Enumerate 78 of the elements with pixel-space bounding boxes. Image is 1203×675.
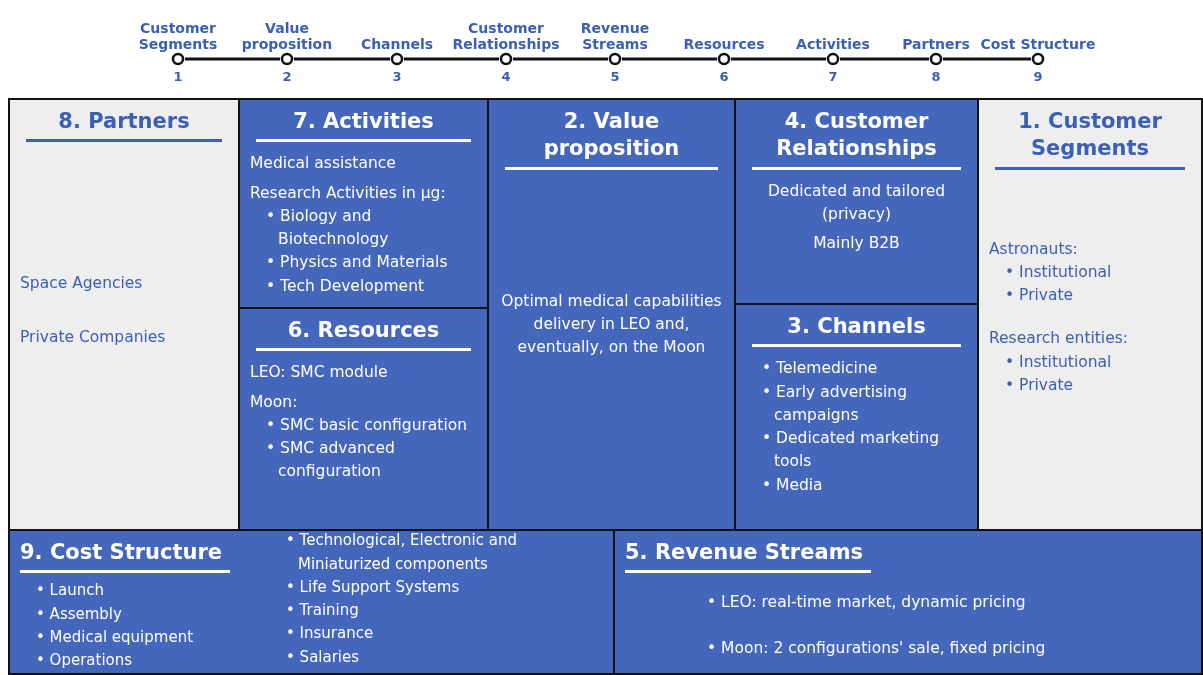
- body-text: Optimal medical capabilities delivery in LEO and, eventually, on the Moon: [500, 290, 723, 359]
- body-text: Research Activities in μg:: [250, 182, 447, 204]
- timeline-line: [294, 57, 390, 61]
- canvas-block: [8, 529, 615, 675]
- step-label: Resources: [682, 34, 766, 52]
- list-item: • Operations: [35, 650, 134, 672]
- list-item: • Physics and Materials: [265, 252, 449, 274]
- body-text: Moon:: [250, 391, 299, 413]
- list-item: • Media: [761, 474, 824, 496]
- body-text: Astronauts:: [989, 238, 1079, 260]
- block-heading: 9. Cost Structure: [20, 539, 231, 574]
- block-heading: 2. Value proposition: [505, 108, 718, 170]
- timeline-line: [513, 57, 608, 61]
- list-item: • Technological, Electronic and Miniaturized components: [285, 531, 518, 575]
- block-heading: 1. Customer Segments: [995, 108, 1185, 170]
- body-text: Medical assistance: [250, 153, 397, 175]
- block-heading: 5. Revenue Streams: [625, 539, 871, 574]
- list-item: • Training: [285, 600, 360, 622]
- step-number: 4: [501, 69, 511, 84]
- step-number: 8: [931, 69, 941, 84]
- list-item: • Private: [1004, 285, 1075, 307]
- body-text: Private Companies: [20, 326, 167, 348]
- list-item: • SMC basic configuration: [265, 414, 468, 436]
- body-text: Dedicated and tailored (privacy): [766, 180, 947, 225]
- canvas-block: [8, 98, 240, 531]
- step-label: Customer Relationships: [451, 18, 561, 52]
- timeline-line: [731, 57, 826, 61]
- list-item: • Life Support Systems: [285, 576, 461, 598]
- list-item: • Launch: [35, 580, 105, 602]
- canvas-block: [613, 529, 1203, 675]
- step-number: 6: [719, 69, 729, 84]
- list-item: • SMC advanced configuration: [265, 438, 396, 483]
- block-heading: 3. Channels: [752, 313, 961, 348]
- step-number: 2: [282, 69, 292, 84]
- step-label: Revenue Streams: [579, 18, 651, 52]
- canvas-block: [238, 307, 489, 531]
- list-item: • Medical equipment: [35, 626, 195, 648]
- step-number: 1: [173, 69, 183, 84]
- canvas-block: [238, 98, 489, 309]
- block-heading: 8. Partners: [26, 108, 222, 143]
- step-number: 5: [610, 69, 620, 84]
- block-heading: 4. Customer Relationships: [752, 108, 961, 170]
- body-text: Space Agencies: [20, 273, 144, 295]
- timeline-line: [622, 57, 717, 61]
- canvas-block: [977, 98, 1203, 531]
- list-item: • Private: [1004, 374, 1075, 396]
- list-item: • Institutional: [1004, 351, 1113, 373]
- step-number: 7: [828, 69, 838, 84]
- step-label: Activities: [795, 34, 871, 52]
- body-text: Research entities:: [989, 328, 1129, 350]
- list-item: • Early advertising campaigns: [761, 381, 908, 426]
- list-item: • Assembly: [35, 603, 123, 625]
- timeline-line: [404, 57, 499, 61]
- step-label: Cost Structure: [979, 34, 1097, 52]
- list-item: • Telemedicine: [761, 358, 879, 380]
- step-number: 3: [392, 69, 402, 84]
- list-item: • Moon: 2 configurations' sale, fixed pricing: [706, 637, 1047, 659]
- list-item: • Tech Development: [265, 275, 426, 297]
- block-heading: 7. Activities: [256, 108, 471, 143]
- body-text: Mainly B2B: [812, 233, 901, 255]
- step-number: 9: [1033, 69, 1043, 84]
- block-heading: 6. Resources: [256, 317, 471, 352]
- body-text: LEO: SMC module: [250, 362, 389, 384]
- canvas-block: [734, 98, 979, 305]
- canvas-block: [487, 98, 736, 531]
- list-item: • Dedicated marketing tools: [761, 428, 941, 473]
- list-item: • Salaries: [285, 646, 361, 668]
- list-item: • Insurance: [285, 623, 375, 645]
- step-label: Customer Segments: [137, 18, 219, 52]
- step-label: Value proposition: [240, 18, 334, 52]
- timeline-line: [185, 57, 280, 61]
- list-item: • Biology and Biotechnology: [265, 205, 390, 251]
- list-item: • LEO: real-time market, dynamic pricing: [706, 592, 1027, 614]
- canvas-block: [734, 303, 979, 531]
- list-item: • Institutional: [1004, 261, 1113, 283]
- timeline-line: [840, 57, 929, 61]
- timeline-line: [943, 57, 1031, 61]
- step-label: Channels: [359, 34, 435, 52]
